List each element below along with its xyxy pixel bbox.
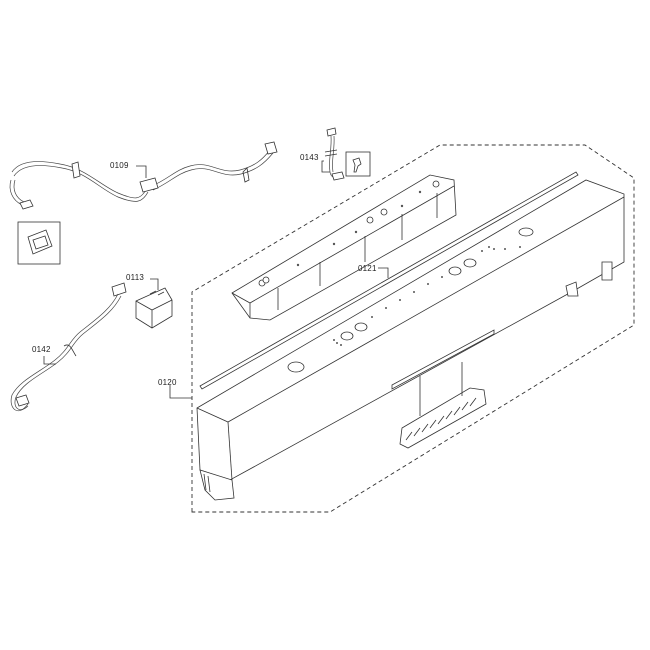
wire-lead-0143 <box>324 127 371 181</box>
control-module <box>231 174 457 321</box>
wire-harness-0109 <box>9 141 278 210</box>
callout-0120: 0120 <box>158 378 177 387</box>
connector-block-0113 <box>111 282 173 329</box>
callout-0113: 0113 <box>126 273 145 282</box>
seal-strip-0121 <box>199 171 579 390</box>
callout-0143: 0143 <box>300 153 319 162</box>
assembly-boundary <box>191 144 635 513</box>
callout-0109: 0109 <box>110 161 129 170</box>
callout-0142: 0142 <box>32 345 51 354</box>
terminal-connector-box <box>17 221 61 265</box>
callout-0121: 0121 <box>358 264 377 273</box>
control-panel-0120 <box>196 179 625 501</box>
callout-leaders <box>43 160 389 399</box>
wire-harness-0142 <box>10 293 122 412</box>
